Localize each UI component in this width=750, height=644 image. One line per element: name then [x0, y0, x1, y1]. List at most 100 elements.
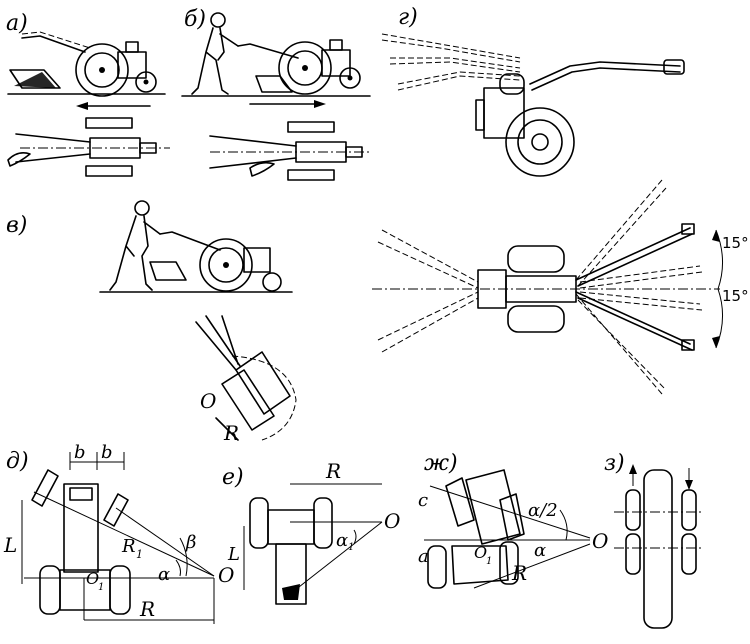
- panel-label-v: в): [6, 213, 27, 238]
- angle-alpha: α: [158, 564, 170, 585]
- support-wheel: [135, 71, 157, 93]
- rear-wheel-right: [109, 565, 131, 615]
- front-wheel-left: [31, 469, 59, 507]
- panel-z: з): [604, 451, 704, 629]
- support-wheel: [262, 272, 282, 292]
- plan-handles: [209, 135, 297, 169]
- drive-wheel: [278, 41, 332, 95]
- plan-wheel-top: [287, 121, 335, 133]
- panel-e: е) R L α 1 O: [222, 459, 400, 605]
- panel-label-zh: ж): [424, 451, 458, 476]
- front-wheel-right: [103, 493, 129, 527]
- air-filter: [475, 99, 485, 131]
- plan-rear: [345, 146, 363, 158]
- wheel-rim: [84, 52, 120, 88]
- handle-position-2: [389, 57, 521, 73]
- angle-alpha1: α: [336, 530, 348, 551]
- plough: [9, 69, 61, 89]
- fan-2: [579, 265, 703, 289]
- support-hub: [347, 75, 353, 81]
- fuel-tank: [499, 73, 525, 95]
- radius-marker: [215, 417, 239, 441]
- arrow-up-icon: [629, 464, 637, 474]
- panel-label-e: е): [222, 465, 244, 490]
- plan-wheel-bottom: [85, 165, 133, 177]
- fan-3: [579, 291, 703, 311]
- alpha-half-arc: [559, 509, 568, 541]
- ray-to-O: [289, 521, 383, 595]
- wheel-hub: [302, 65, 308, 71]
- ray-inner: [115, 507, 215, 577]
- engine-body: [117, 51, 147, 79]
- beta-arc: [179, 537, 188, 577]
- panel-label-b: б): [184, 7, 206, 32]
- dim-b-1: b: [74, 442, 86, 463]
- wheel-lower-right: [681, 533, 697, 575]
- handle-lower: [575, 291, 693, 351]
- plough: [255, 75, 293, 93]
- fan-4: [575, 293, 667, 395]
- support-wheel: [339, 67, 361, 89]
- tire-top: [507, 245, 565, 273]
- dim-b-2: b: [101, 442, 113, 463]
- drive-wheel: [505, 107, 575, 177]
- tilted-wheel-left: [445, 477, 475, 527]
- panel-b: б): [181, 7, 372, 181]
- turn-angle-plan: 15° 15°: [372, 179, 749, 395]
- angle-label-lower: 15°: [722, 287, 749, 305]
- handles-turning: [195, 315, 241, 371]
- arrow-down-icon: [685, 480, 693, 490]
- wheel-hub: [531, 133, 549, 151]
- handle-bar: [237, 43, 299, 59]
- handle-bar: [159, 231, 221, 251]
- rear-wheel-left: [427, 545, 447, 589]
- radius-R1: R: [121, 536, 136, 557]
- ray-R: [473, 543, 591, 589]
- turning-arc: [231, 355, 297, 441]
- angle-arc: [715, 229, 723, 349]
- arrow-head-right: [314, 100, 326, 108]
- operator-body: [109, 215, 161, 291]
- handle-upper: [575, 227, 693, 287]
- operator-head: [210, 12, 226, 28]
- handle-position-1: [381, 33, 521, 63]
- plough-e: [282, 584, 300, 600]
- panel-g: г): [381, 5, 685, 177]
- fan-1: [575, 179, 667, 287]
- point-O1-d-sub: 1: [98, 582, 104, 593]
- radius-R-e: R: [325, 459, 341, 483]
- panel-label-z: з): [604, 451, 625, 476]
- tire-bottom: [507, 305, 565, 333]
- angle-alpha1-sub: 1: [348, 542, 354, 553]
- support-hub: [143, 79, 149, 85]
- plan-handles: [15, 133, 91, 163]
- tilted-wheel-right: [499, 493, 525, 541]
- wheel-hub: [223, 262, 229, 268]
- plan-wheel-bottom: [287, 169, 335, 181]
- panel-v: в) O R: [6, 200, 297, 445]
- grip-upper: [681, 223, 695, 235]
- dim-L: L: [3, 533, 17, 557]
- angle-alpha-half: α/2: [528, 500, 558, 521]
- operator-head: [134, 200, 150, 216]
- panel-label-d: д): [6, 449, 29, 474]
- engine-body: [267, 509, 315, 545]
- drive-wheel: [75, 43, 129, 97]
- plan-plough: [7, 152, 31, 167]
- alpha1-arc: [353, 529, 357, 545]
- angle-beta: β: [185, 532, 196, 553]
- panel-d: д) b b L R 1 β α O O 1 R: [3, 442, 234, 624]
- panel-label-g: г): [398, 5, 418, 30]
- turning-frame: [235, 351, 291, 415]
- point-O1-zh: O: [474, 543, 487, 562]
- wheel-left: [249, 497, 269, 549]
- dim-c: c: [418, 490, 428, 511]
- tilted-body: [451, 545, 509, 585]
- left-handle-lower: [377, 291, 479, 353]
- arc-arrow-bottom: [712, 336, 720, 348]
- tilted-frame: [465, 469, 521, 545]
- tank: [125, 41, 139, 53]
- engine-block: [483, 87, 525, 139]
- radius-R-d: R: [139, 597, 155, 621]
- turning-wheel: [221, 369, 275, 431]
